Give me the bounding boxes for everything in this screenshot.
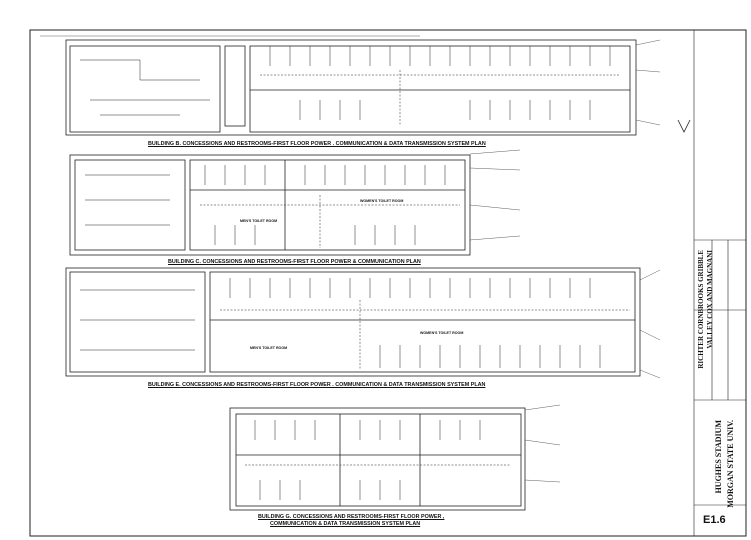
- firm-name-line2: VALLEY COX AND MAGNANI: [706, 250, 714, 349]
- room-label: WOMEN'S TOILET ROOM: [420, 331, 464, 335]
- sheet-number: E1.6: [703, 514, 726, 526]
- plan-title-building-g-line1: BUILDING G. CONCESSIONS AND RESTROOMS-FI…: [258, 514, 445, 520]
- plan-title-building-e: BUILDING E. CONCESSIONS AND RESTROOMS-FI…: [148, 382, 486, 388]
- plan-title-building-c: BUILDING C. CONCESSIONS AND RESTROOMS-FI…: [168, 259, 421, 265]
- e-partitions: [80, 278, 630, 370]
- building-e-plan: [65, 267, 641, 377]
- building-b-plan: [65, 39, 637, 136]
- room-label: MEN'S TOILET ROOM: [240, 219, 278, 223]
- sheet-border: [29, 29, 747, 537]
- firm-name-line1: RICHTER CORNBROOKS GRIBBLE: [697, 250, 705, 369]
- plan-title-building-g-line2: COMMUNICATION & DATA TRANSMISSION SYSTEM…: [270, 521, 421, 527]
- project-name-line2: MORGAN STATE UNIV.: [726, 420, 735, 508]
- c-partitions: [85, 165, 460, 248]
- g-partitions: [245, 420, 510, 500]
- b-partitions: [80, 46, 620, 125]
- project-name-line1: HUGHES STADIUM: [714, 420, 723, 494]
- north-arrow-icon: [677, 119, 691, 133]
- callout-leaders: [40, 35, 661, 483]
- room-label: MEN'S TOILET ROOM: [250, 346, 288, 350]
- plan-title-building-b: BUILDING B. CONCESSIONS AND RESTROOMS-FI…: [148, 141, 486, 147]
- building-g-plan: [229, 407, 526, 511]
- building-c-plan: [69, 154, 471, 256]
- title-block-grid: [693, 30, 746, 536]
- room-label: WOMEN'S TOILET ROOM: [360, 199, 404, 203]
